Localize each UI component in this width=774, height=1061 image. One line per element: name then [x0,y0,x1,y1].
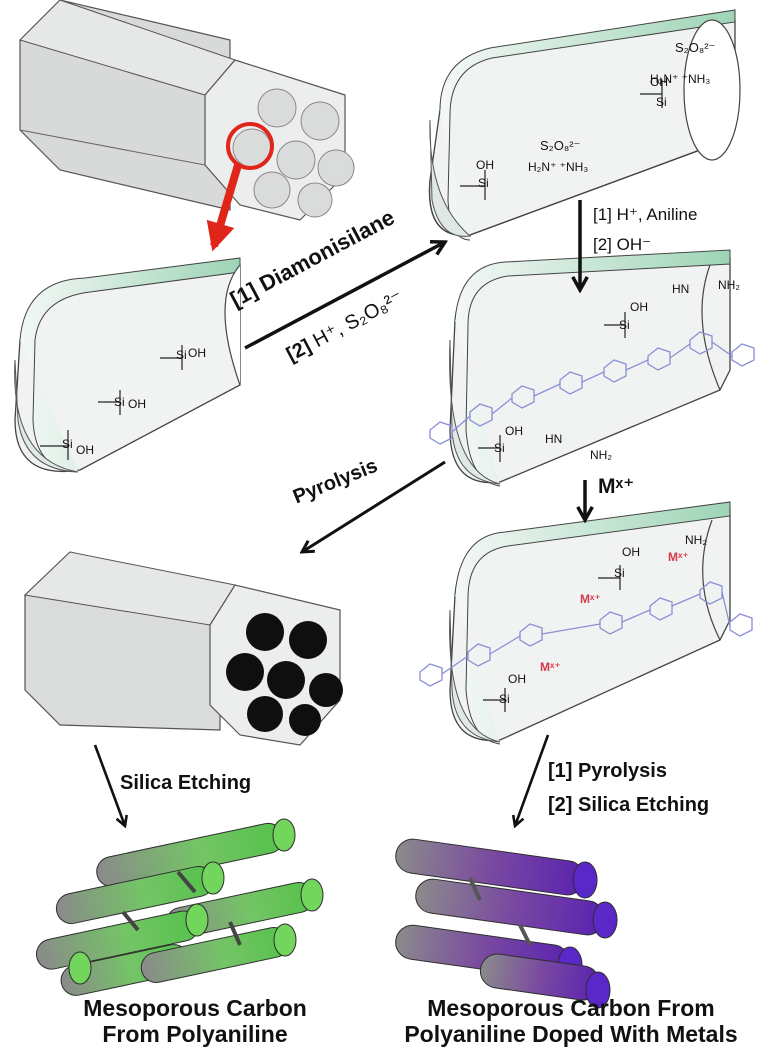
metal-d1: Mˣ⁺ [668,550,689,564]
caption-right-line2: Polyaniline Doped With Metals [404,1021,738,1047]
si-b1: Si [176,348,187,362]
caption-right-line1: Mesoporous Carbon From [427,995,715,1021]
ammonium-top: H₂N⁺ ⁺NH₃ [650,72,711,86]
polyaniline-chain [429,331,755,445]
pore [297,182,333,218]
silanol-bonds [40,80,663,712]
si-d2: Si [499,692,510,706]
nh2-c2: NH₂ [590,448,612,462]
hn-c2: HN [545,432,563,446]
step4-metal-label: Mˣ⁺ [598,475,635,498]
carbon-pore [289,621,327,659]
s2o8-top: S₂O₈²⁻ [675,40,716,55]
oh-c1: OH [630,300,648,314]
pore [253,171,291,209]
metal-d3: Mˣ⁺ [540,660,561,674]
oh-c2: OH [505,424,523,438]
oh-b3: OH [76,443,94,457]
pore [276,140,316,180]
oh-d2: OH [508,672,526,686]
oh-tube-a: OH [476,158,494,172]
tube-silanol [14,257,241,473]
ammonium-mid: H₂N⁺ ⁺NH₃ [528,160,589,174]
arrow-pyrolysis-left [302,460,446,552]
carbon-rods-green [35,818,324,996]
si-b3: Si [62,437,73,451]
caption-left: Mesoporous Carbon From Polyaniline [50,995,340,1047]
si-c2: Si [494,441,505,455]
highlight-circle [226,122,274,170]
silica-hexagon-empty [19,0,355,252]
carbon-rods-purple [395,838,618,1009]
si-b2: Si [114,395,125,409]
arrow-diamonisilane [244,242,445,350]
oh-b2: OH [128,397,146,411]
step5-line1: [1] Pyrolysis [548,760,667,782]
carbon-pore [309,673,343,707]
pore [257,88,297,128]
carbon-pore [247,696,283,732]
si-c1: Si [619,318,630,332]
caption-left-line2: From Polyaniline [102,1021,288,1047]
carbon-pore [226,653,264,691]
metal-d2: Mˣ⁺ [580,592,601,606]
silica-etching-label: Silica Etching [120,772,252,794]
step3-line1: [1] H⁺, Aniline [593,205,698,224]
caption-right: Mesoporous Carbon From Polyaniline Doped… [376,995,766,1047]
arrow-silica-etching-left [93,744,125,826]
si-top-right: Si [656,95,667,109]
polyaniline-chain-doped [419,581,753,687]
step5-line2: [2] Silica Etching [548,794,710,816]
carbon-pore [267,661,305,699]
arrow-pyrolysis-etching-right [515,734,550,826]
hn-c1: HN [672,282,690,296]
tube-ammonium [428,9,741,241]
nh2-d1: NH₂ [685,533,707,547]
caption-left-line1: Mesoporous Carbon [83,995,307,1021]
pore [300,101,340,141]
tube-polyaniline [449,249,731,487]
si-d1: Si [614,566,625,580]
silica-hexagon-carbon-filled [23,551,343,746]
si-tube-a: Si [478,176,489,190]
highlight-arrow [206,163,242,252]
carbon-pore [289,704,321,736]
s2o8-mid: S₂O₈²⁻ [540,138,581,153]
oh-top-right: OH [650,75,668,89]
carbon-pore [246,613,284,651]
pore [317,149,355,187]
step3-line2: [2] OH⁻ [593,235,652,254]
nh2-c1: NH₂ [718,278,740,292]
oh-b1: OH [188,346,206,360]
oh-d1: OH [622,545,640,559]
